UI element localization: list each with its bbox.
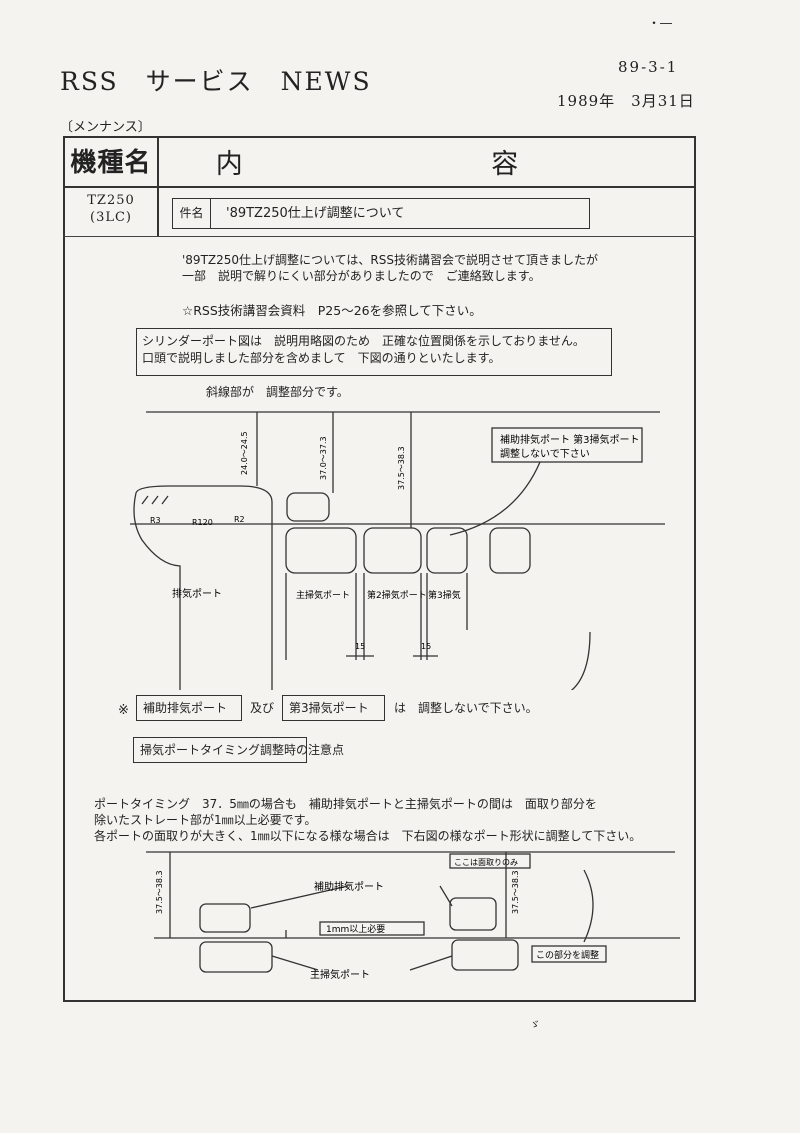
gap-label: 1mm以上必要: [326, 923, 385, 935]
model-code: (3LC): [90, 210, 132, 225]
return-arrow: [570, 631, 591, 690]
callout-box: [491, 427, 643, 463]
warning-tail: 調整しないで下さい。: [418, 701, 538, 715]
warning-wa: は: [394, 701, 407, 715]
section-title: 掃気ポートタイミング調整時の注意点: [140, 743, 345, 757]
reference-line: ☆RSS技術講習会資料 P25～26を参照して下さい。: [182, 303, 482, 318]
warning-and: 及び: [250, 701, 275, 715]
adjust-label-box: [531, 945, 607, 963]
section-title-box: [133, 737, 307, 763]
dimension-left: 37.5～38.3: [155, 870, 164, 914]
warning-aux-label: 補助排気ポート: [143, 701, 228, 715]
warning-mark: ※: [118, 703, 129, 718]
second-scav-label: 第2掃気ポート: [367, 589, 427, 601]
subject-box: [172, 198, 590, 229]
note-line-1: シリンダーポート図は 説明用略図のため 正確な位置関係を示しておりません。: [142, 334, 585, 348]
intro-line-2: 一部 説明で解りにくい部分がありましたので ご連絡致します。: [182, 269, 541, 283]
chamfer-note: ここは面取りのみ: [454, 858, 518, 867]
main-scav-port: [285, 527, 357, 574]
column-divider: [157, 136, 159, 236]
subject-text: '89TZ250仕上げ調整について: [226, 206, 405, 221]
model-column-header: 機種名: [70, 148, 152, 178]
aux-port-right: [449, 897, 497, 931]
paragraph-line-2: 除いたストレート部が1㎜以上必要です。: [94, 813, 317, 827]
width-dim-2: 15: [421, 642, 431, 651]
subject-label: 件名: [173, 199, 211, 228]
aux-port-left: [199, 903, 251, 933]
adjust-arrow: [583, 869, 594, 943]
hatched-note: 斜線部が 調整部分です。: [206, 385, 349, 399]
hatching-left: [141, 495, 169, 505]
content-column-header: 内 容: [215, 149, 639, 180]
warning-third-label: 第3掃気ポート: [289, 701, 369, 715]
top-right-mark: ・―: [648, 16, 673, 30]
intro-line-1: '89TZ250仕上げ調整については、RSS技術講習会で説明させて頂きましたが: [182, 253, 598, 267]
bottom-mark: ゞ: [530, 1020, 540, 1031]
note-box: [136, 328, 612, 376]
document-frame: [63, 136, 696, 1002]
timing-diagram: 補助排気ポート 主掃気ポート 1mm以上必要 ここは面取りのみ この部分を調整 …: [146, 851, 680, 981]
main-scav-label: 主掃気ポート: [296, 589, 350, 601]
chamfer-note-box: [449, 853, 531, 869]
third-scav-port: [426, 527, 468, 574]
dimension-right: 37.5～38.3: [511, 870, 520, 914]
width-dim-1: 15: [355, 642, 365, 651]
main-port-left: [199, 941, 273, 973]
port-diagram: 補助排気ポート 第3掃気ポート 調整しないで下さい 24.0～24.5 37.0…: [130, 411, 665, 690]
dimension-2: 37.0～37.3: [319, 436, 328, 480]
subject-divider: [63, 236, 696, 237]
document-date: 1989年 3月31日: [557, 92, 695, 110]
gap-label-box: [319, 921, 425, 936]
callout-leader: [449, 461, 541, 536]
warning-box-third: [282, 695, 385, 721]
dimension-1: 24.0～24.5: [240, 431, 249, 475]
exhaust-port-label: 排気ポート: [172, 587, 222, 600]
main-port-right: [451, 939, 519, 971]
paragraph-line-1: ポートタイミング 37．5㎜の場合も 補助排気ポートと主掃気ポートの間は 面取り…: [94, 797, 597, 811]
newsletter-title: RSS サービス NEWS: [60, 67, 372, 96]
category-label: 〔メンナンス〕: [60, 120, 151, 135]
document-number: 89-3-1: [618, 58, 679, 76]
adjust-label: この部分を調整: [536, 949, 599, 961]
model-value: TZ250 (3LC): [66, 192, 156, 226]
dimension-3: 37.5～38.3: [397, 446, 406, 490]
boost-port: [489, 527, 531, 574]
second-scav-port: [363, 527, 422, 574]
radius-label-3: R2: [234, 515, 245, 524]
callout-text-1: 補助排気ポート 第3掃気ポート: [500, 433, 640, 446]
paragraph-line-3: 各ポートの面取りが大きく、1㎜以下になる様な場合は 下右図の様なポート形状に調整…: [94, 829, 642, 843]
third-scav-label: 第3掃気: [428, 589, 461, 601]
warning-box-aux: [136, 695, 242, 721]
note-line-2: 口頭で説明しました部分を含めまして 下図の通りといたします。: [142, 351, 501, 365]
callout-text-2: 調整しないで下さい: [500, 447, 590, 460]
aux-exhaust-label-2: 補助排気ポート: [314, 880, 384, 893]
header-divider: [63, 186, 696, 188]
radius-label-1: R3: [150, 516, 161, 525]
model-name: TZ250: [87, 193, 135, 208]
exhaust-port-outline: [135, 485, 273, 690]
exhaust-port-bottom: [133, 492, 181, 690]
radius-label-2: R120: [192, 518, 213, 527]
aux-exhaust-port: [286, 492, 330, 522]
main-scav-label-2: 主掃気ポート: [310, 968, 370, 981]
